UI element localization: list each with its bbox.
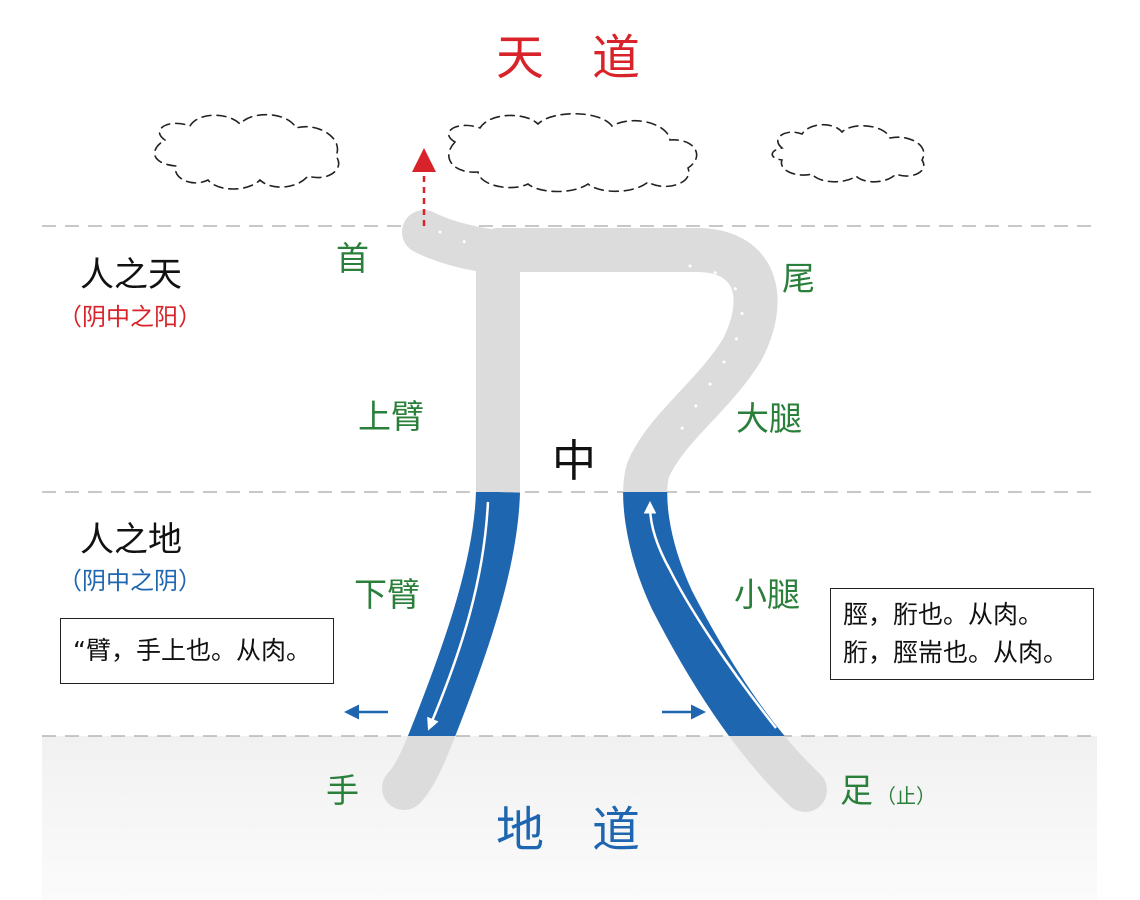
- note-box-shank: 脛，胻也。从肉。 胻，脛耑也。从肉。: [830, 588, 1094, 680]
- label-tail: 尾: [782, 259, 815, 298]
- flow-arrow-forearm: [427, 501, 490, 731]
- note-shank-line-1: 脛，胻也。从肉。: [843, 600, 1044, 629]
- label-upper-arm: 上臂: [358, 397, 424, 436]
- note-box-arm: “臂，手上也。从肉。: [60, 618, 334, 684]
- flow-dots-tail: [674, 264, 744, 442]
- zone-upper-subtitle: （阴中之阳）: [58, 303, 202, 331]
- zone-upper-title: 人之天: [80, 255, 182, 295]
- label-foot: 足: [840, 771, 873, 810]
- cloud-icon: [153, 113, 340, 190]
- label-shank: 小腿: [734, 575, 800, 614]
- note-shank-line-2: 胻，脛耑也。从肉。: [843, 638, 1069, 667]
- glyph-stroke-forearm: [407, 492, 520, 736]
- flow-dots-head: [438, 230, 472, 246]
- label-thigh: 大腿: [736, 399, 802, 438]
- cloud-icon: [447, 112, 698, 193]
- earth-title: 地 道: [496, 802, 641, 858]
- zone-lower-title: 人之地: [80, 520, 182, 560]
- ground-band: [42, 736, 1097, 900]
- flow-arrow-shank: [643, 501, 777, 729]
- arrow-up-icon: [412, 148, 436, 172]
- label-hand: 手: [326, 771, 359, 810]
- note-arm-line: “臂，手上也。从肉。: [73, 636, 311, 665]
- zone-lower-subtitle: （阴中之阴）: [58, 567, 202, 595]
- label-foot-note: （止）: [876, 784, 936, 808]
- label-head: 首: [336, 239, 369, 278]
- cloud-icon: [771, 123, 925, 183]
- label-forearm: 下臂: [354, 575, 420, 614]
- center-label: 中: [552, 436, 596, 487]
- heaven-title: 天 道: [496, 30, 641, 86]
